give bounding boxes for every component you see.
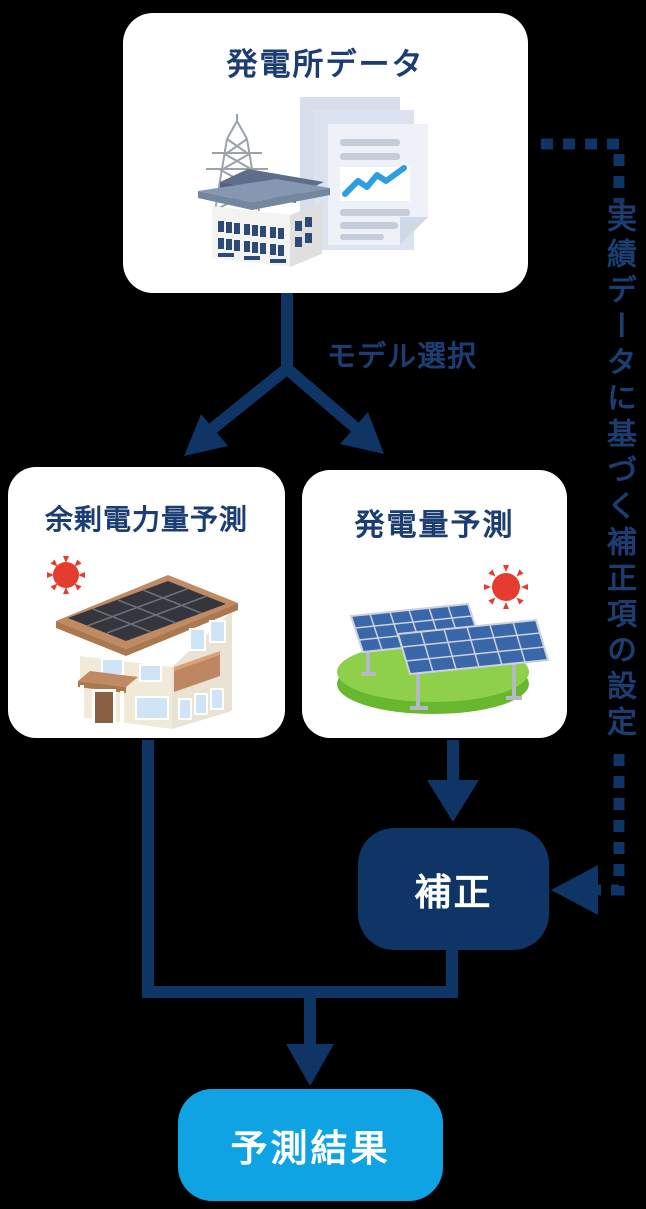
node-plant-data: 発電所データ [123,13,528,293]
power-plant-documents-illustration [198,97,428,267]
solar-roof-house-icon [56,575,238,729]
dashed-feedback-top [541,138,625,203]
node-correction: 補正 [358,828,549,950]
node-surplus-forecast-label: 余剰電力量予測 [44,503,248,536]
sun-icon [47,556,85,594]
report-documents-icon [300,97,428,250]
connector-split-right [281,362,361,434]
connector-split-left [208,362,293,434]
dashed-feedback-bottom [596,754,625,896]
solar-farm-icon [337,602,550,714]
feedback-label: 実績データに基づく補正項の設定 [601,202,636,742]
solar-roof-house-illustration [47,556,238,729]
arrowhead-left-icon [184,414,228,456]
sun-icon [484,565,528,609]
node-result-label: 予測結果 [230,1127,391,1170]
node-surplus-forecast: 余剰電力量予測 [8,467,285,738]
solar-farm-illustration [337,565,550,714]
arrowhead-down-result-icon [286,1044,334,1086]
arrowhead-down-correction-icon [427,780,479,822]
model-selection-label: モデル選択 [327,339,478,373]
arrowhead-right-icon [340,412,384,454]
node-generation-forecast-label: 発電量予測 [354,508,515,543]
line-chart-icon [342,165,407,197]
node-correction-label: 補正 [414,871,493,914]
connector-merge [142,740,458,998]
node-plant-data-label: 発電所データ [226,47,425,83]
power-plant-building-icon [198,169,330,267]
node-generation-forecast: 発電量予測 [302,470,567,738]
node-result: 予測結果 [178,1089,443,1201]
arrowhead-feedback-icon [551,865,598,915]
